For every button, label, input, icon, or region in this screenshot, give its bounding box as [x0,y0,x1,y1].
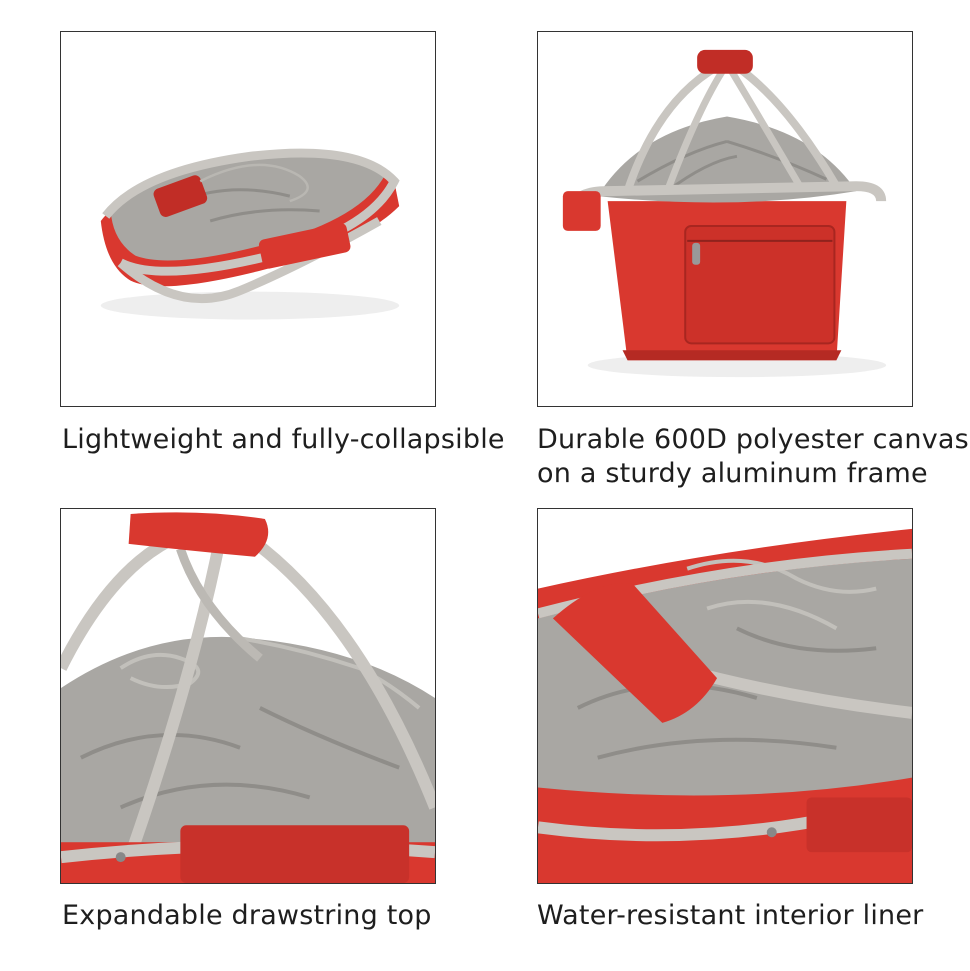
open-basket-illustration [562,49,887,378]
caption-line: on a sturdy aluminum frame [537,458,928,489]
caption-durable-canvas: Durable 600D polyester canvas on a sturd… [537,423,969,491]
caption-liner: Water-resistant interior liner [537,899,923,933]
product-image-liner [537,508,913,884]
caption-line: Water-resistant interior liner [537,900,924,931]
product-image-open-basket [537,31,913,407]
caption-line: Lightweight and fully-collapsible [62,424,505,455]
product-image-collapsed [60,31,436,407]
caption-drawstring: Expandable drawstring top [62,899,432,933]
caption-line: Expandable drawstring top [62,900,432,931]
caption-collapsible: Lightweight and fully-collapsible [62,423,505,457]
collapsed-basket-illustration [100,148,400,320]
product-image-drawstring [60,508,436,884]
caption-line: Durable 600D polyester canvas [537,424,969,455]
liner-closeup-illustration [538,528,912,883]
drawstring-closeup-illustration [61,512,435,883]
